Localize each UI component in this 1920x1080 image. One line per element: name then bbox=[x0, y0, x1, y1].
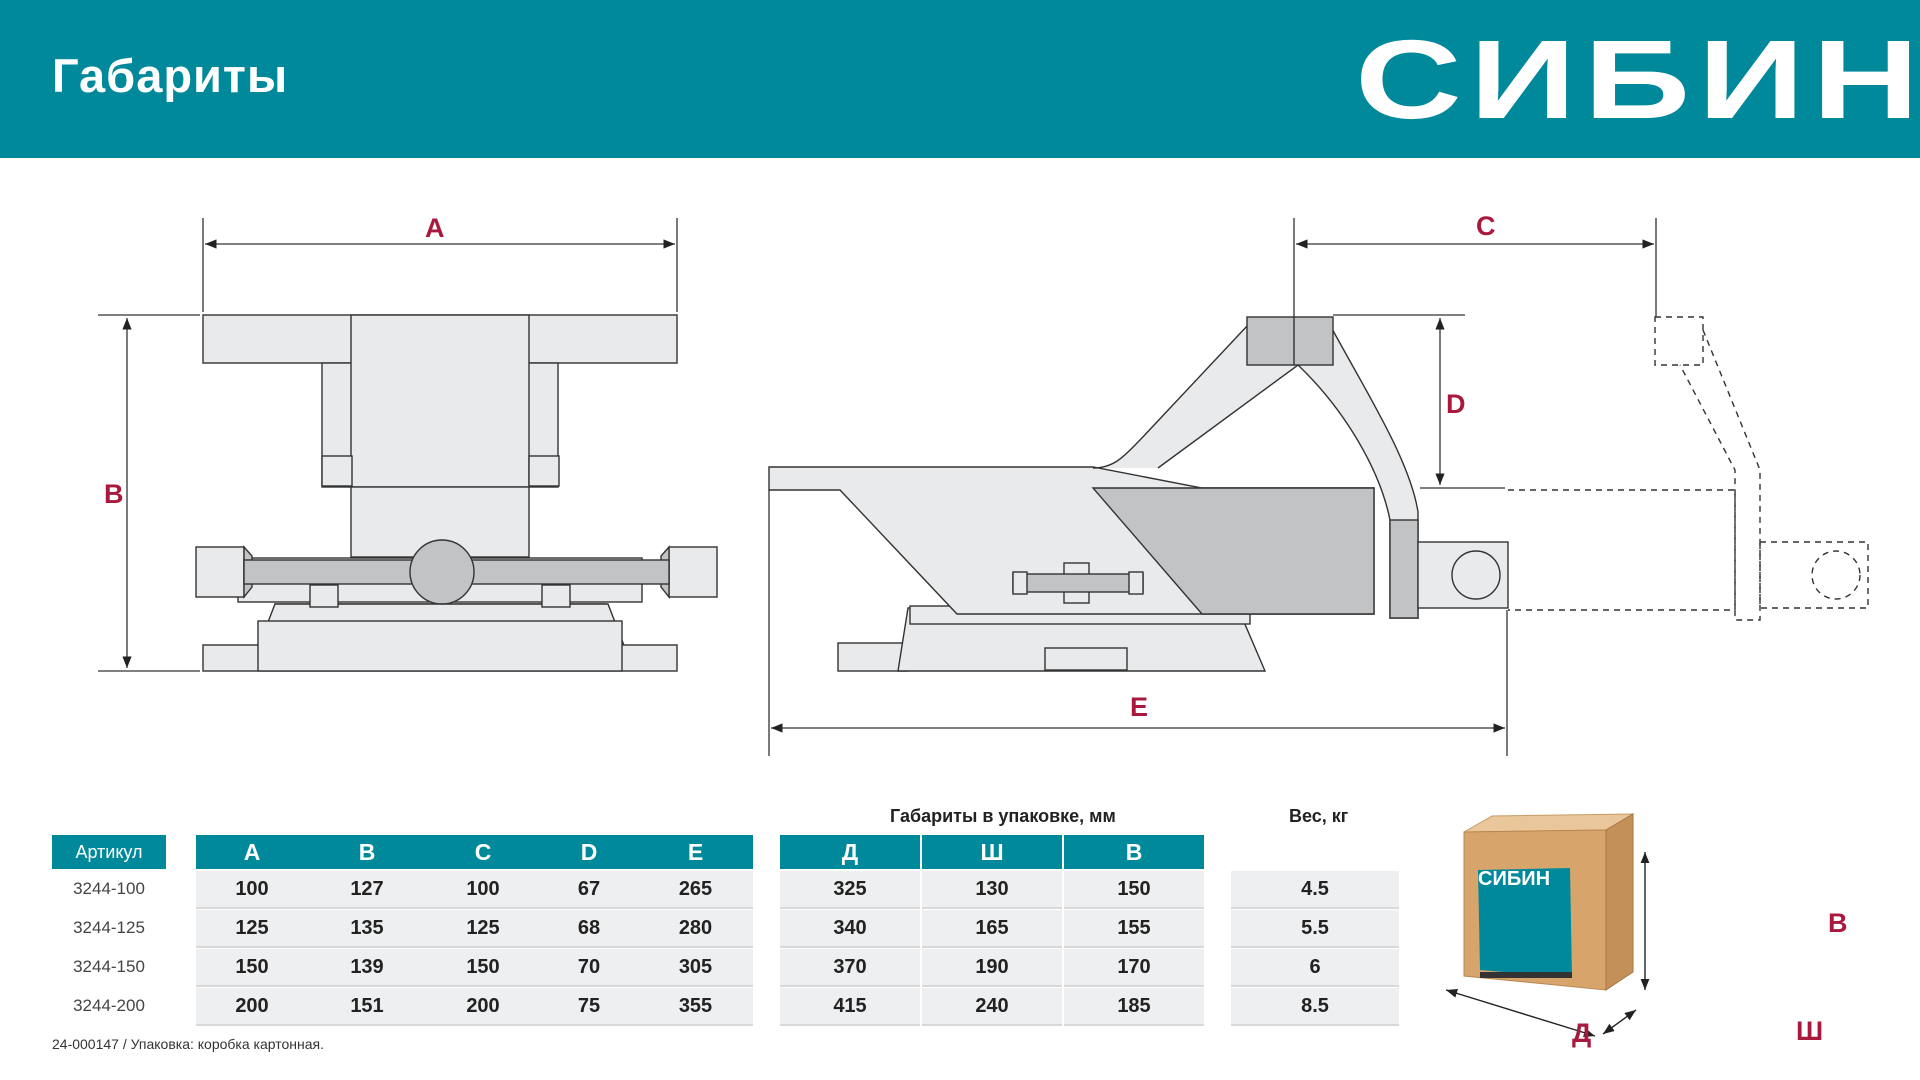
article-cell: 3244-200 bbox=[73, 996, 145, 1015]
table-cell-len: 340 bbox=[833, 917, 867, 939]
dimension-label-c: C bbox=[1476, 211, 1496, 241]
brand-logo: СИБИН bbox=[1355, 17, 1920, 142]
table-cell-b: 127 bbox=[350, 878, 384, 900]
column-header-group-abcde bbox=[196, 835, 753, 869]
column-header-d: D bbox=[580, 839, 598, 865]
table-cell-e: 355 bbox=[678, 995, 713, 1017]
table-cell-b: 151 bbox=[350, 995, 384, 1017]
column-header-b: B bbox=[358, 839, 376, 865]
side-view bbox=[768, 316, 1509, 672]
table-cell-weight: 5.5 bbox=[1301, 917, 1329, 939]
table-cell-hei: 155 bbox=[1117, 917, 1151, 939]
table-cell-len: 325 bbox=[833, 878, 867, 900]
table-cell-a: 125 bbox=[235, 917, 269, 939]
box-label-length: Д bbox=[1572, 1018, 1592, 1048]
table-cell-hei: 185 bbox=[1117, 995, 1151, 1017]
table-cell-c: 100 bbox=[466, 878, 500, 900]
table-cell-a: 150 bbox=[235, 956, 269, 978]
table-cell-weight: 8.5 bbox=[1301, 995, 1329, 1017]
column-header-e: E bbox=[687, 839, 704, 865]
article-cell: 3244-150 bbox=[73, 957, 145, 976]
weight-title: Вес, кг bbox=[1289, 806, 1349, 826]
table-cell-a: 200 bbox=[235, 995, 269, 1017]
page-title: Габариты bbox=[52, 49, 289, 102]
package-dimensions-title: Габариты в упаковке, мм bbox=[890, 806, 1116, 826]
dimension-label-e: E bbox=[1130, 692, 1149, 722]
table-cell-b: 135 bbox=[350, 917, 384, 939]
article-cell: 3244-125 bbox=[73, 918, 145, 937]
table-cell-hei: 150 bbox=[1117, 878, 1151, 900]
dimension-label-d: D bbox=[1446, 389, 1466, 419]
table-cell-c: 150 bbox=[466, 956, 500, 978]
box-label-height: В bbox=[1828, 908, 1848, 938]
table-cell-a: 100 bbox=[235, 878, 269, 900]
box-label-width: Ш bbox=[1796, 1016, 1824, 1046]
column-header-c: C bbox=[474, 839, 492, 865]
table-cell-d: 70 bbox=[577, 956, 601, 978]
front-view bbox=[195, 314, 718, 672]
dimension-label-a: A bbox=[425, 213, 445, 243]
footnote: 24-000147 / Упаковка: коробка картонная. bbox=[52, 1036, 324, 1052]
table-cell-d: 67 bbox=[577, 878, 601, 900]
technical-drawing bbox=[98, 218, 1869, 756]
table-cell-c: 125 bbox=[466, 917, 500, 939]
table-cell-len: 415 bbox=[833, 995, 867, 1017]
table-cell-d: 68 bbox=[577, 917, 601, 939]
table-cell-b: 139 bbox=[350, 956, 384, 978]
table-cell-wid: 165 bbox=[975, 917, 1009, 939]
column-header-wid: Ш bbox=[922, 835, 1062, 869]
header-bar: Габариты СИБИН bbox=[0, 0, 1920, 158]
column-header-hei: В bbox=[1064, 835, 1204, 869]
box-brand-logo: СИБИН bbox=[1478, 868, 1551, 890]
table-cell-e: 280 bbox=[678, 917, 713, 939]
table-cell-e: 305 bbox=[678, 956, 713, 978]
column-header-a: A bbox=[243, 839, 261, 865]
dimension-label-b: B bbox=[104, 479, 124, 509]
table-cell-weight: 4.5 bbox=[1301, 878, 1329, 900]
cardboard-box-illustration bbox=[1445, 813, 1650, 1037]
table-cell-wid: 190 bbox=[975, 956, 1009, 978]
column-header-len: Д bbox=[780, 835, 920, 869]
table-cell-e: 265 bbox=[678, 878, 713, 900]
extended-jaw-outline bbox=[1508, 316, 1869, 621]
table-cell-len: 370 bbox=[833, 956, 867, 978]
table-cell-wid: 130 bbox=[975, 878, 1009, 900]
table-cell-c: 200 bbox=[466, 995, 500, 1017]
table-cell-wid: 240 bbox=[975, 995, 1009, 1017]
column-header-artikul: Артикул bbox=[52, 835, 166, 869]
table-cell-d: 75 bbox=[577, 995, 601, 1017]
article-cell: 3244-100 bbox=[73, 879, 145, 898]
table-cell-weight: 6 bbox=[1309, 956, 1321, 978]
table-cell-hei: 170 bbox=[1117, 956, 1151, 978]
